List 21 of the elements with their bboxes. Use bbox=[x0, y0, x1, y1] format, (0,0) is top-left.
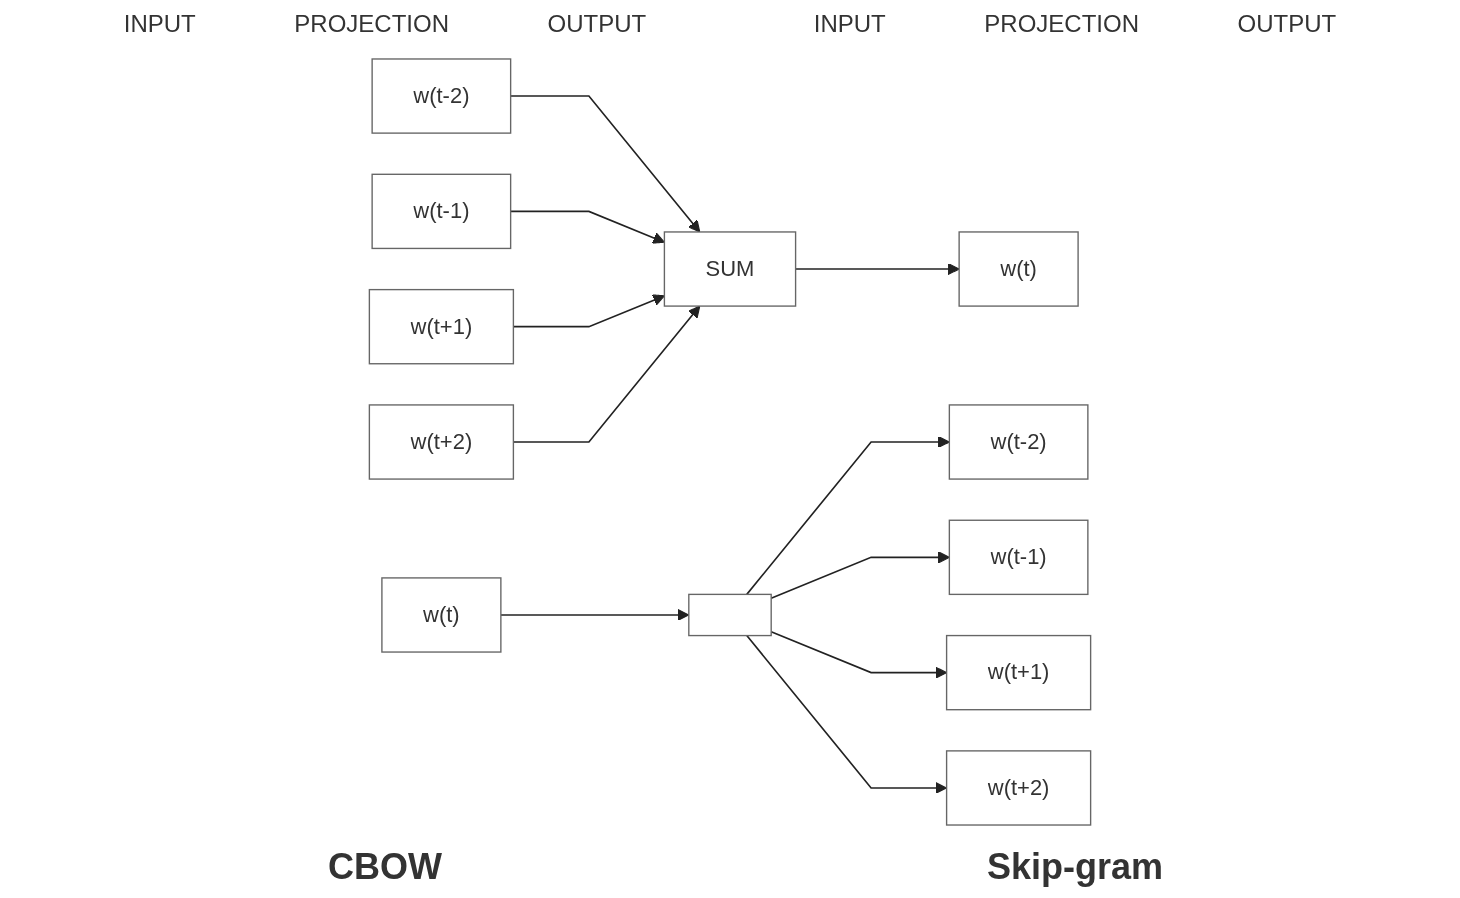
node-box: w(t+2) bbox=[368, 404, 515, 480]
column-heading: INPUT bbox=[123, 10, 196, 38]
column-heading: PROJECTION bbox=[984, 10, 1139, 38]
diagram-caption: CBOW bbox=[328, 846, 442, 888]
node-box: w(t+2) bbox=[945, 750, 1092, 826]
diagram-caption: Skip-gram bbox=[986, 846, 1163, 888]
node-box bbox=[688, 593, 772, 637]
column-heading: INPUT bbox=[813, 10, 886, 38]
column-heading: PROJECTION bbox=[294, 10, 449, 38]
node-box: w(t+1) bbox=[945, 634, 1092, 711]
node-box: w(t-1) bbox=[948, 519, 1089, 596]
arrow bbox=[745, 435, 950, 596]
node-box: w(t-1) bbox=[371, 173, 512, 250]
node-box: SUM bbox=[663, 231, 797, 307]
node-box: w(t+1) bbox=[368, 288, 515, 365]
column-heading: OUTPUT bbox=[547, 10, 647, 38]
node-box: w(t-2) bbox=[948, 404, 1089, 480]
node-box: w(t) bbox=[381, 577, 502, 653]
node-box: w(t-2) bbox=[371, 58, 512, 134]
node-box: w(t) bbox=[958, 231, 1079, 307]
column-heading: OUTPUT bbox=[1237, 10, 1337, 38]
